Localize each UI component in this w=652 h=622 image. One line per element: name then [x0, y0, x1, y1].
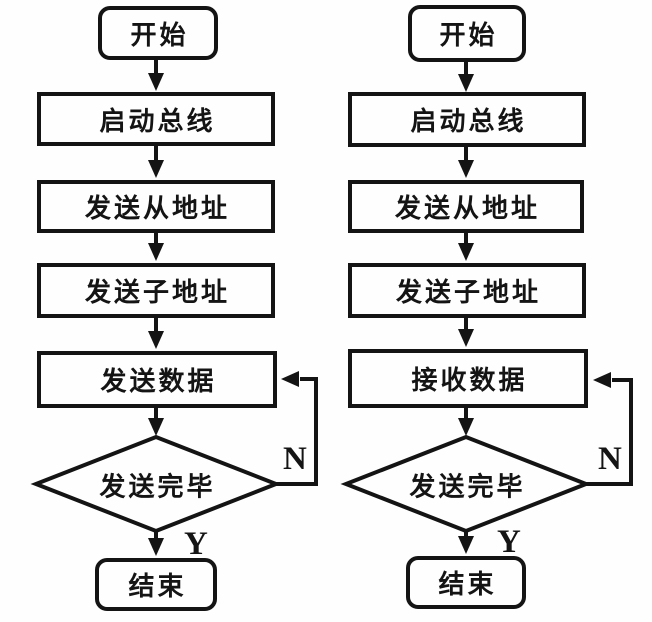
process-start-bus: 启动总线: [348, 92, 586, 147]
process-start-bus: 启动总线: [37, 92, 275, 146]
arrowhead: [458, 329, 474, 347]
end-terminal: 结束: [95, 558, 217, 611]
end-terminal: 结束: [406, 556, 526, 609]
arrowhead: [148, 538, 164, 556]
start-terminal: 开始: [98, 6, 218, 60]
loopback-no-path: [586, 378, 633, 486]
arrowhead: [148, 331, 164, 349]
process-receive-data: 接收数据: [348, 349, 588, 408]
arrowhead: [458, 74, 474, 92]
arrowhead: [458, 243, 474, 261]
arrowhead: [148, 243, 164, 261]
arrowhead: [458, 536, 474, 554]
branch-no-label: N: [598, 441, 622, 477]
right-flowchart-connectors: [340, 62, 633, 554]
left-flowchart-connectors: [30, 60, 318, 556]
process-send-sub-address: 发送子地址: [37, 263, 275, 318]
branch-no-label: N: [283, 441, 307, 477]
branch-yes-label: Y: [497, 524, 521, 560]
loopback-no-path: [276, 377, 318, 486]
branch-yes-label: Y: [184, 526, 208, 562]
start-terminal: 开始: [408, 5, 526, 62]
decision-send-complete-label: 发送完毕: [99, 472, 216, 503]
arrowhead: [593, 372, 611, 388]
arrowhead: [458, 418, 474, 436]
arrowhead: [458, 160, 474, 178]
process-send-sub-address: 发送子地址: [348, 263, 586, 318]
process-send-slave-address: 发送从地址: [348, 180, 584, 233]
process-send-data: 发送数据: [37, 351, 277, 408]
arrowhead: [148, 418, 164, 436]
process-send-slave-address: 发送从地址: [37, 180, 275, 233]
decision-send-complete-label: 发送完毕: [409, 472, 526, 503]
arrowhead: [148, 160, 164, 178]
arrowhead: [148, 73, 164, 91]
arrowhead: [281, 371, 299, 387]
